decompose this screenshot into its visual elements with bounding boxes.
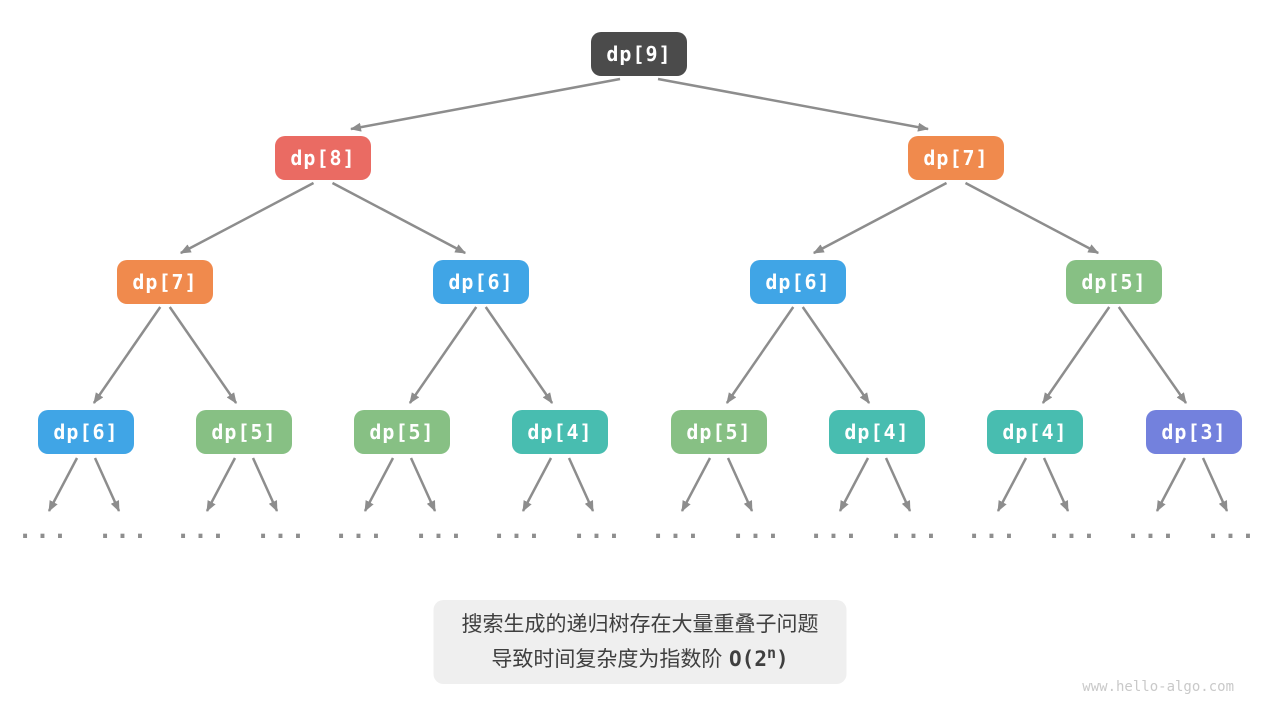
tree-node-n6b: dp[6] <box>750 260 846 304</box>
tree-node-n4a: dp[4] <box>512 410 608 454</box>
ellipsis: ... <box>1205 516 1259 544</box>
ellipsis: ... <box>730 516 784 544</box>
tree-edge-arrow <box>93 457 121 512</box>
tree-edge-arrow <box>408 306 478 404</box>
tree-edge-arrow <box>179 181 315 255</box>
tree-edge-arrow <box>47 457 79 512</box>
ellipsis: ... <box>650 516 704 544</box>
watermark: www.hello-algo.com <box>1082 679 1234 695</box>
tree-edge-arrow <box>331 181 467 255</box>
tree-node-n8: dp[8] <box>275 136 371 180</box>
ellipsis: ... <box>255 516 309 544</box>
tree-node-n3a: dp[3] <box>1146 410 1242 454</box>
tree-edge-arrow <box>1117 306 1188 404</box>
ellipsis: ... <box>1125 516 1179 544</box>
complexity-formula: O(2n) <box>729 644 789 671</box>
ellipsis: ... <box>97 516 151 544</box>
tree-edge-arrow <box>205 457 237 512</box>
tree-node-n5c: dp[5] <box>354 410 450 454</box>
ellipsis: ... <box>1046 516 1100 544</box>
tree-node-n7l: dp[7] <box>117 260 213 304</box>
tree-edge-arrow <box>350 77 621 132</box>
tree-edge-arrow <box>168 306 238 404</box>
tree-edge-arrow <box>801 306 871 404</box>
tree-edge-arrow <box>996 457 1028 512</box>
tree-edge-arrow <box>409 457 437 512</box>
ellipsis: ... <box>966 516 1020 544</box>
caption-line-2-text: 导致时间复杂度为指数阶 <box>491 647 730 671</box>
tree-edge-arrow <box>1201 457 1229 512</box>
tree-edge-arrow <box>521 457 553 512</box>
tree-edge-arrow <box>92 306 162 404</box>
tree-node-n9: dp[9] <box>591 32 687 76</box>
ellipsis: ... <box>491 516 545 544</box>
ellipsis: ... <box>175 516 229 544</box>
caption-line-1: 搜索生成的递归树存在大量重叠子问题 <box>461 612 819 636</box>
tree-node-n6c: dp[6] <box>38 410 134 454</box>
ellipsis: ... <box>333 516 387 544</box>
ellipsis: ... <box>413 516 467 544</box>
ellipsis: ... <box>808 516 862 544</box>
tree-edge-arrow <box>251 457 279 512</box>
tree-edge-arrow <box>1041 306 1111 404</box>
tree-edge-arrow <box>1155 457 1187 512</box>
tree-node-n7r: dp[7] <box>908 136 1004 180</box>
ellipsis: ... <box>571 516 625 544</box>
tree-node-n4b: dp[4] <box>829 410 925 454</box>
tree-node-n5a: dp[5] <box>1066 260 1162 304</box>
tree-node-n6a: dp[6] <box>433 260 529 304</box>
caption-box: 搜索生成的递归树存在大量重叠子问题 导致时间复杂度为指数阶 O(2n) <box>433 600 847 684</box>
tree-edge-arrow <box>1042 457 1070 512</box>
tree-edge-arrow <box>680 457 712 512</box>
tree-node-n5b: dp[5] <box>196 410 292 454</box>
tree-edge-arrow <box>884 457 912 512</box>
tree-edge-arrow <box>567 457 595 512</box>
tree-edge-arrow <box>964 181 1100 255</box>
tree-edge-arrow <box>363 457 395 512</box>
tree-edge-arrow <box>726 457 754 512</box>
tree-edge-arrow <box>838 457 870 512</box>
tree-edge-arrow <box>657 77 929 132</box>
tree-edge-arrow <box>725 306 795 404</box>
tree-edge-arrow <box>812 181 948 255</box>
tree-node-n5d: dp[5] <box>671 410 767 454</box>
tree-node-n4c: dp[4] <box>987 410 1083 454</box>
tree-edge-arrow <box>484 306 554 404</box>
caption-line-2: 导致时间复杂度为指数阶 O(2n) <box>462 639 819 674</box>
ellipsis: ... <box>17 516 71 544</box>
ellipsis: ... <box>888 516 942 544</box>
